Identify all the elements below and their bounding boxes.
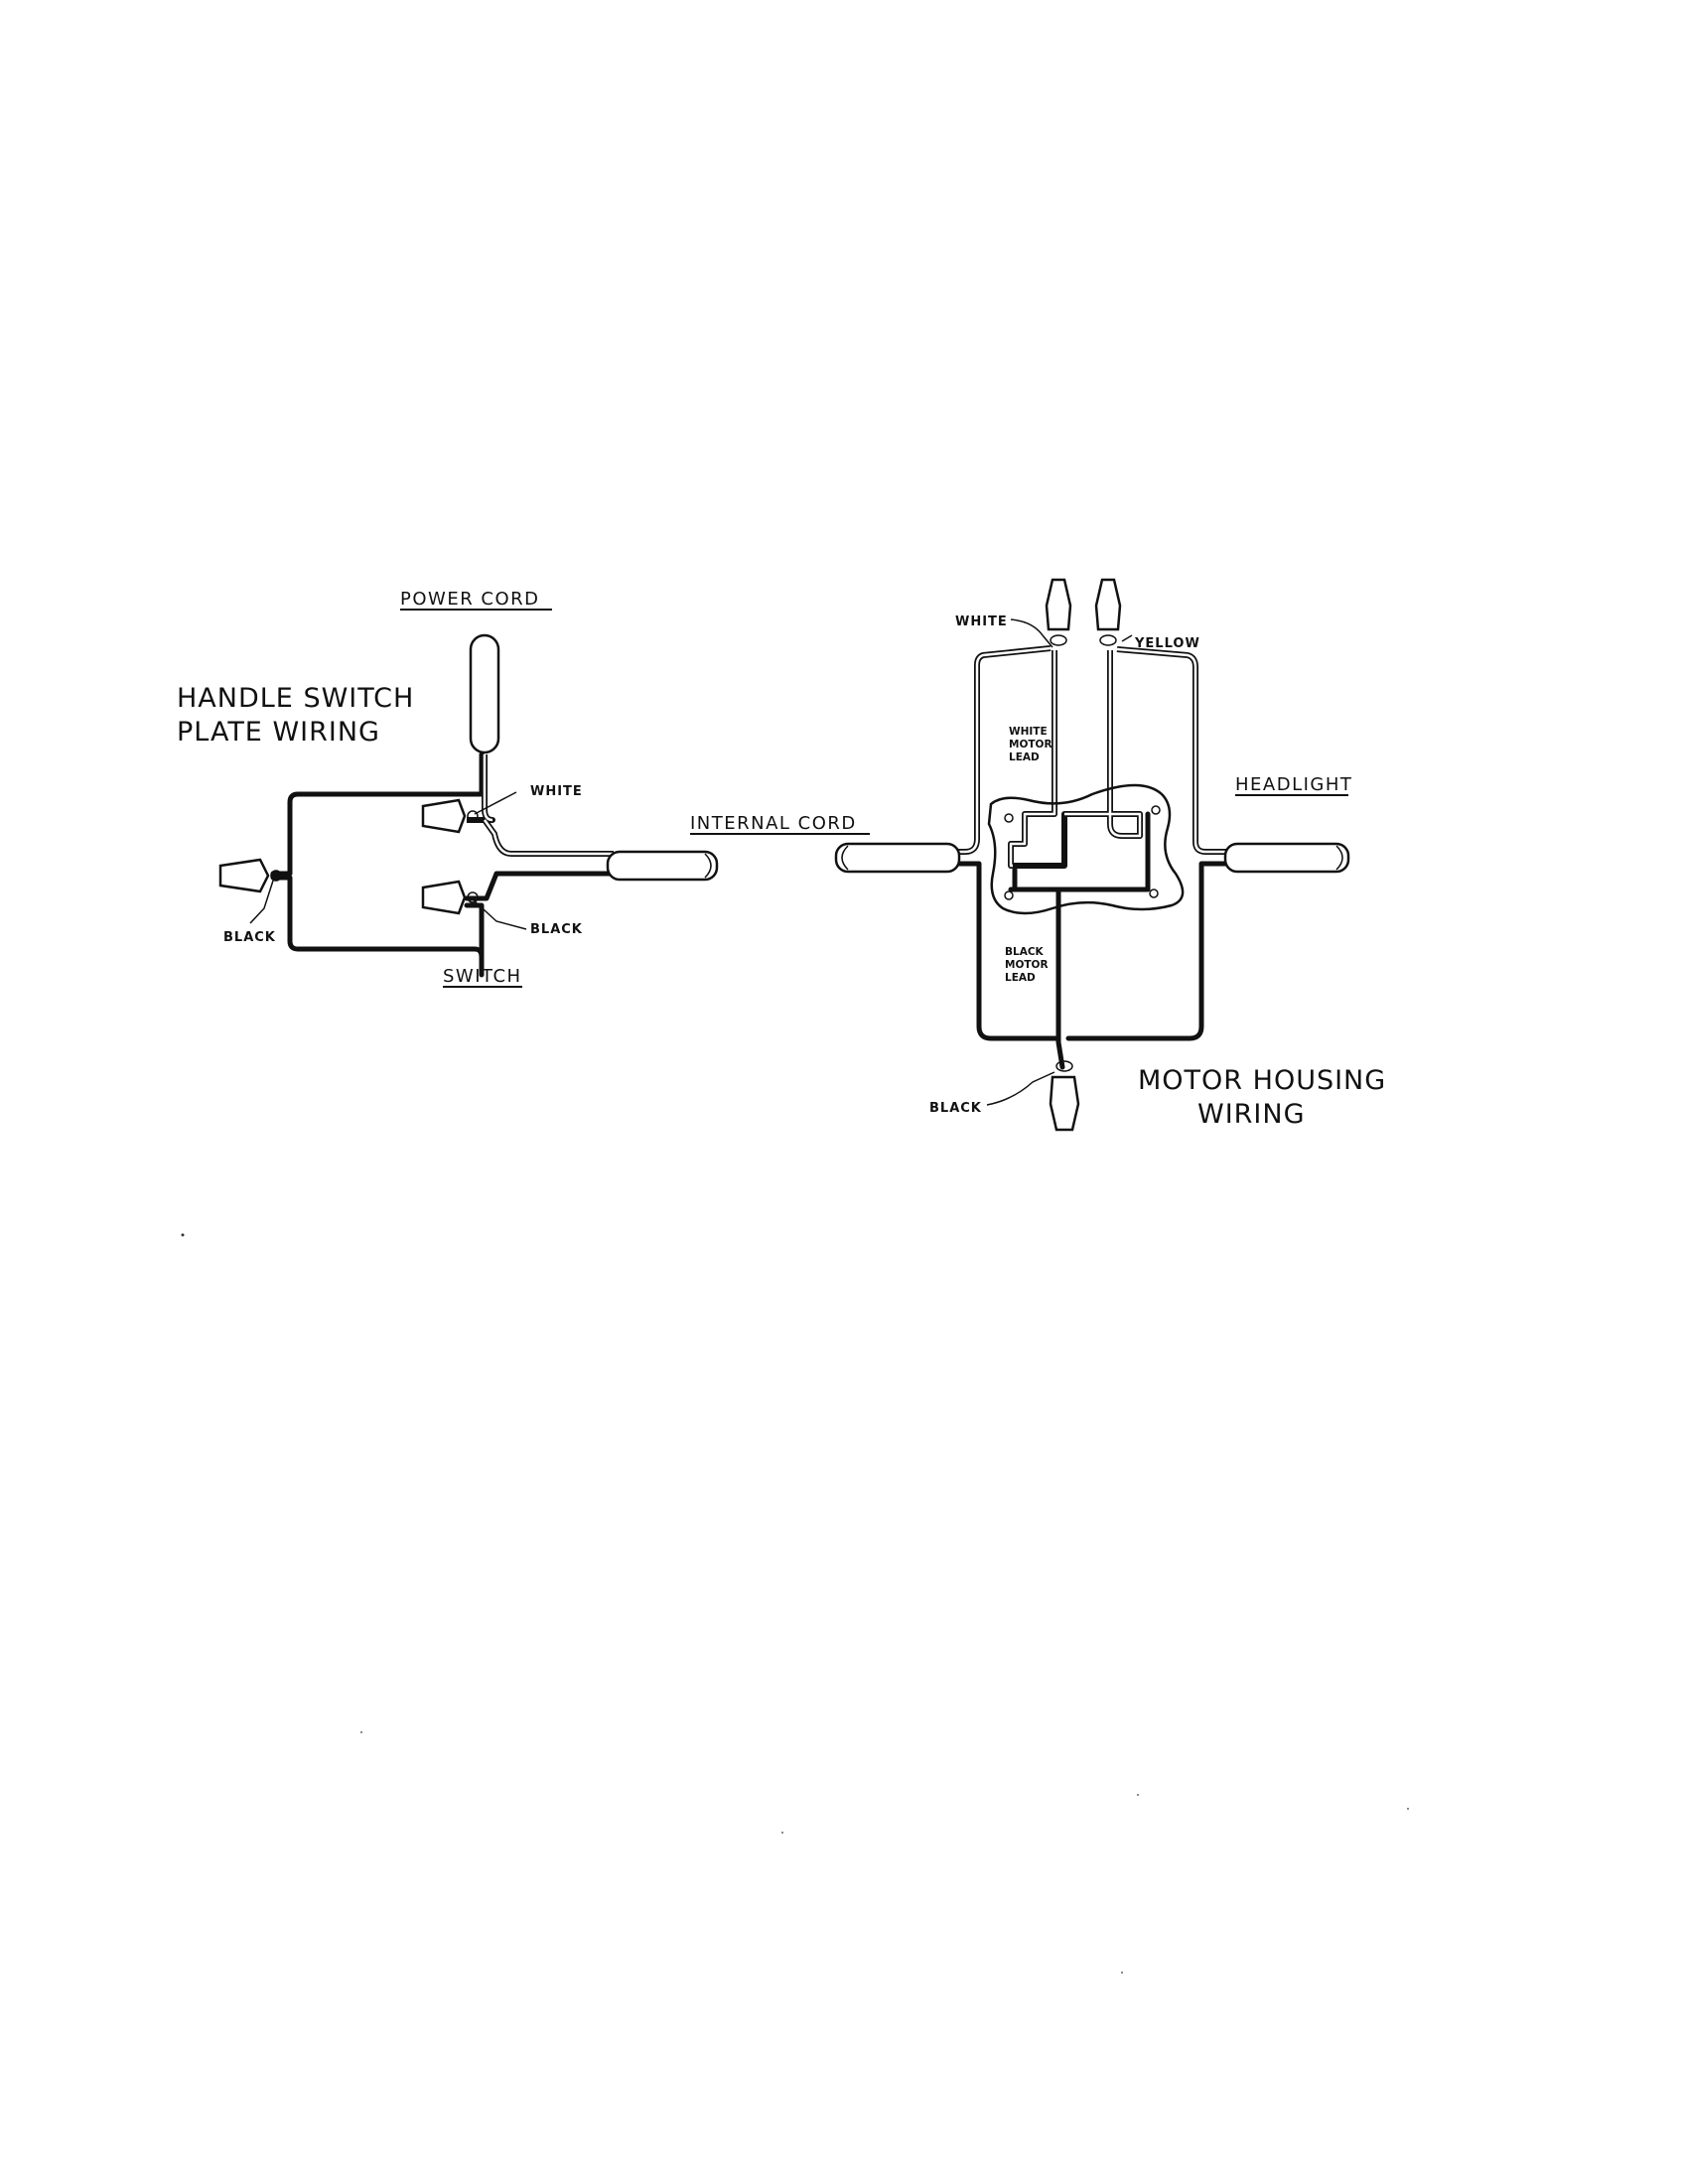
motor-black-outer-wire bbox=[952, 861, 1061, 1041]
switch-label: SWITCH bbox=[443, 966, 522, 987]
motor-housing-assembly: WHITE YELLOW WHITE MOTOR LEAD HEADLIGHT … bbox=[834, 578, 1386, 1132]
white-wire-nut bbox=[421, 798, 467, 834]
handle-white-wire bbox=[467, 754, 614, 857]
left-wire-nut bbox=[218, 858, 270, 893]
motor-yellow-wire-nut bbox=[1094, 578, 1122, 631]
motor-black-wire-nut bbox=[1049, 1075, 1080, 1132]
white-motor-lead-2: MOTOR bbox=[1009, 739, 1052, 751]
headlight-label: HEADLIGHT bbox=[1235, 774, 1352, 795]
switch-wire-nut bbox=[421, 880, 467, 915]
handle-title-line2: PLATE WIRING bbox=[177, 717, 380, 748]
black-motor-lead-3: LEAD bbox=[1005, 972, 1036, 984]
handle-switch-plate-assembly: HANDLE SWITCH PLATE WIRING POWER CORD WH… bbox=[177, 589, 870, 988]
white-motor-lead-1: WHITE bbox=[1009, 726, 1048, 738]
power-cord-label: POWER CORD bbox=[400, 589, 540, 610]
motor-black-label: BLACK bbox=[929, 1101, 982, 1116]
motor-title-line2: WIRING bbox=[1197, 1099, 1306, 1130]
motor-housing-plate bbox=[987, 783, 1185, 915]
internal-cord-left bbox=[606, 850, 719, 882]
white-motor-lead-3: LEAD bbox=[1009, 751, 1040, 763]
power-cord bbox=[469, 633, 500, 754]
motor-white-wire-nut bbox=[1045, 578, 1072, 631]
black-motor-lead-1: BLACK bbox=[1005, 946, 1045, 958]
internal-cord-label: INTERNAL CORD bbox=[690, 813, 857, 834]
scan-specks bbox=[181, 1233, 1409, 1974]
handle-black-wire-upper bbox=[270, 751, 485, 877]
motor-yellow-outer-wire bbox=[1116, 646, 1231, 855]
handle-white-label: WHITE bbox=[530, 784, 583, 799]
motor-title-line1: MOTOR HOUSING bbox=[1138, 1065, 1386, 1096]
handle-black-left-label: BLACK bbox=[223, 930, 276, 945]
motor-yellow-label: YELLOW bbox=[1134, 636, 1200, 651]
headlight-cord bbox=[1223, 842, 1350, 874]
switch-leg bbox=[464, 902, 485, 966]
motor-white-label: WHITE bbox=[955, 614, 1008, 629]
handle-black-right-label: BLACK bbox=[530, 922, 583, 937]
black-motor-lead-2: MOTOR bbox=[1005, 959, 1049, 971]
internal-cord-right bbox=[834, 842, 961, 874]
motor-black-outer-wire-right bbox=[1065, 861, 1234, 1041]
handle-title-line1: HANDLE SWITCH bbox=[177, 683, 414, 714]
handle-black-wire-internal bbox=[464, 871, 617, 901]
